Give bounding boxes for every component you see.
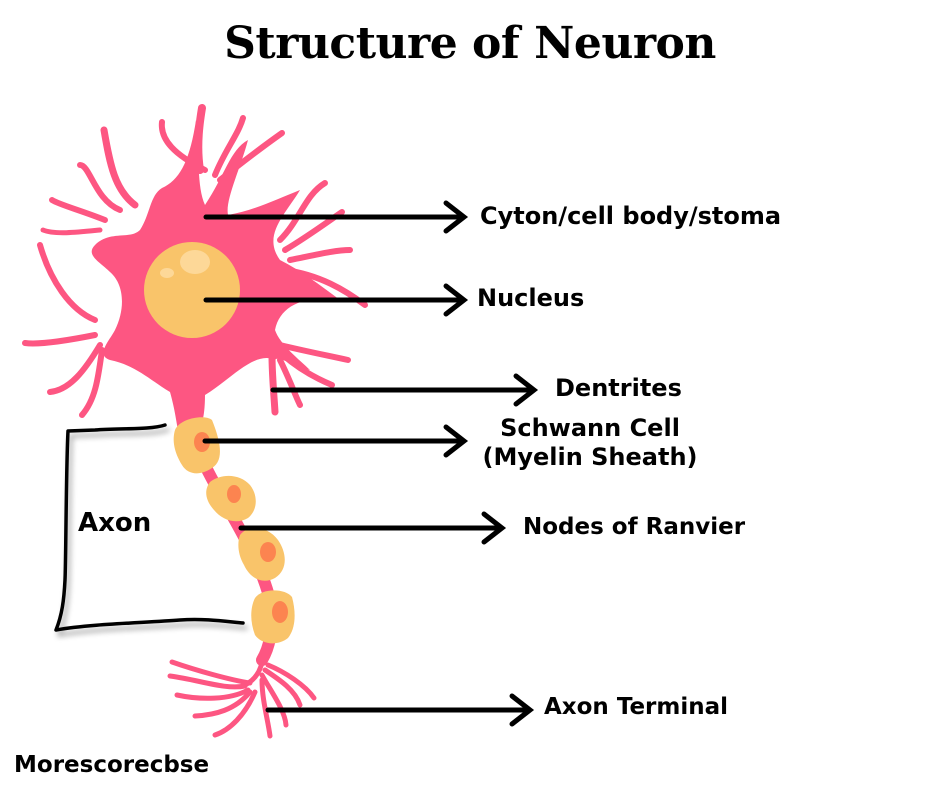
arrow-cyton [203,200,469,234]
label-schwann-line1: Schwann Cell [500,414,680,442]
axon-terminal [167,652,317,739]
schwann-cell [206,475,256,522]
label-schwann-cell: Schwann Cell (Myelin Sheath) [466,414,714,472]
arrow-nucleus [203,283,469,317]
schwann-cells [173,417,295,644]
arrow-axon-terminal [265,693,535,727]
watermark: Morescorecbse [14,752,210,778]
axon-bracket [54,423,245,632]
arrows [202,200,539,727]
arrow-schwann [202,424,469,458]
diagram-title: Structure of Neuron [224,18,716,69]
label-cyton: Cyton/cell body/stoma [480,202,782,230]
schwann-cell [251,590,295,644]
arrow-dendrites [270,373,539,407]
nucleus [144,242,240,338]
label-axon-terminal: Axon Terminal [544,694,729,720]
schwann-cell [173,417,220,474]
label-axon: Axon [78,508,152,538]
label-dendrites: Dentrites [555,374,682,402]
schwann-cell [238,527,285,581]
label-nodes-of-ranvier: Nodes of Ranvier [523,514,746,540]
label-nucleus: Nucleus [477,284,585,312]
label-schwann-line2: (Myelin Sheath) [482,443,698,471]
arrow-nodes [238,511,507,545]
dendrites [22,104,368,418]
